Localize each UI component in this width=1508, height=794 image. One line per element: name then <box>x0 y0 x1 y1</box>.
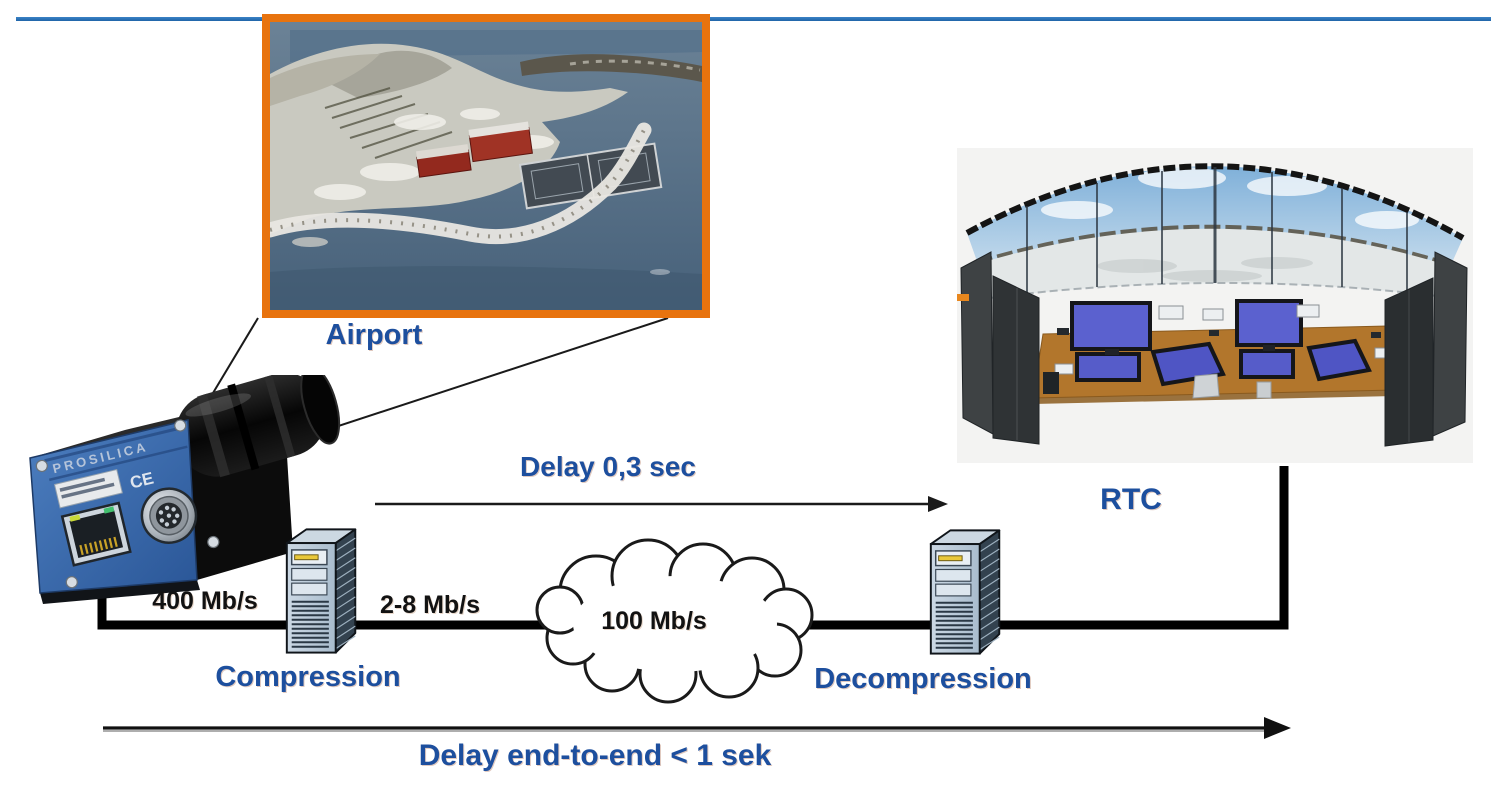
rtc-photo <box>957 148 1473 463</box>
delay-total-label: Delay end-to-end < 1 sek <box>418 739 772 772</box>
delay-video-label: Delay 0,3 sec <box>520 451 696 482</box>
orange-marker <box>957 294 969 301</box>
airport-photo-frame <box>262 14 710 318</box>
controller-monitors <box>1070 299 1372 387</box>
header-rule <box>16 17 1491 21</box>
hirose-connector-icon <box>140 487 198 544</box>
rate-network-label: 100 Mb/s <box>601 607 707 635</box>
delay-video-arrow-icon <box>375 496 948 512</box>
airport-photo <box>262 22 702 310</box>
decompression-label: Decompression <box>814 663 1032 695</box>
ethernet-port-icon <box>60 501 132 567</box>
airport-buildings <box>416 121 533 178</box>
camera-lens-icon <box>175 375 341 478</box>
rate-compressed-label: 2-8 Mb/s <box>379 591 481 619</box>
compression-server-icon <box>279 521 367 659</box>
compression-label: Compression <box>215 661 401 693</box>
rate-camera-label: 400 Mb/s <box>152 587 258 615</box>
rtc-label: RTC <box>1100 483 1162 516</box>
network-cloud-icon <box>535 538 814 704</box>
decompression-server-icon <box>923 522 1011 660</box>
delay-total-arrow-icon <box>103 717 1291 739</box>
camera-icon: PROSILICA CE <box>29 375 341 604</box>
airport-label: Airport <box>325 319 423 351</box>
camera-ce-mark: CE <box>128 469 155 493</box>
